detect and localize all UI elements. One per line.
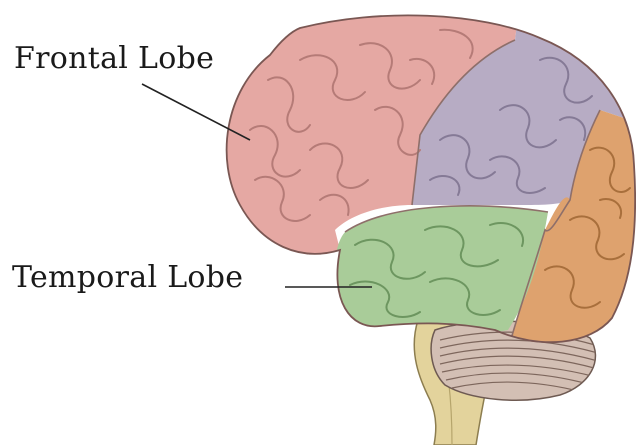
- temporal-lobe-label: Temporal Lobe: [12, 263, 243, 293]
- temporal-lobe: [333, 206, 548, 335]
- frontal-lobe-label: Frontal Lobe: [14, 44, 214, 74]
